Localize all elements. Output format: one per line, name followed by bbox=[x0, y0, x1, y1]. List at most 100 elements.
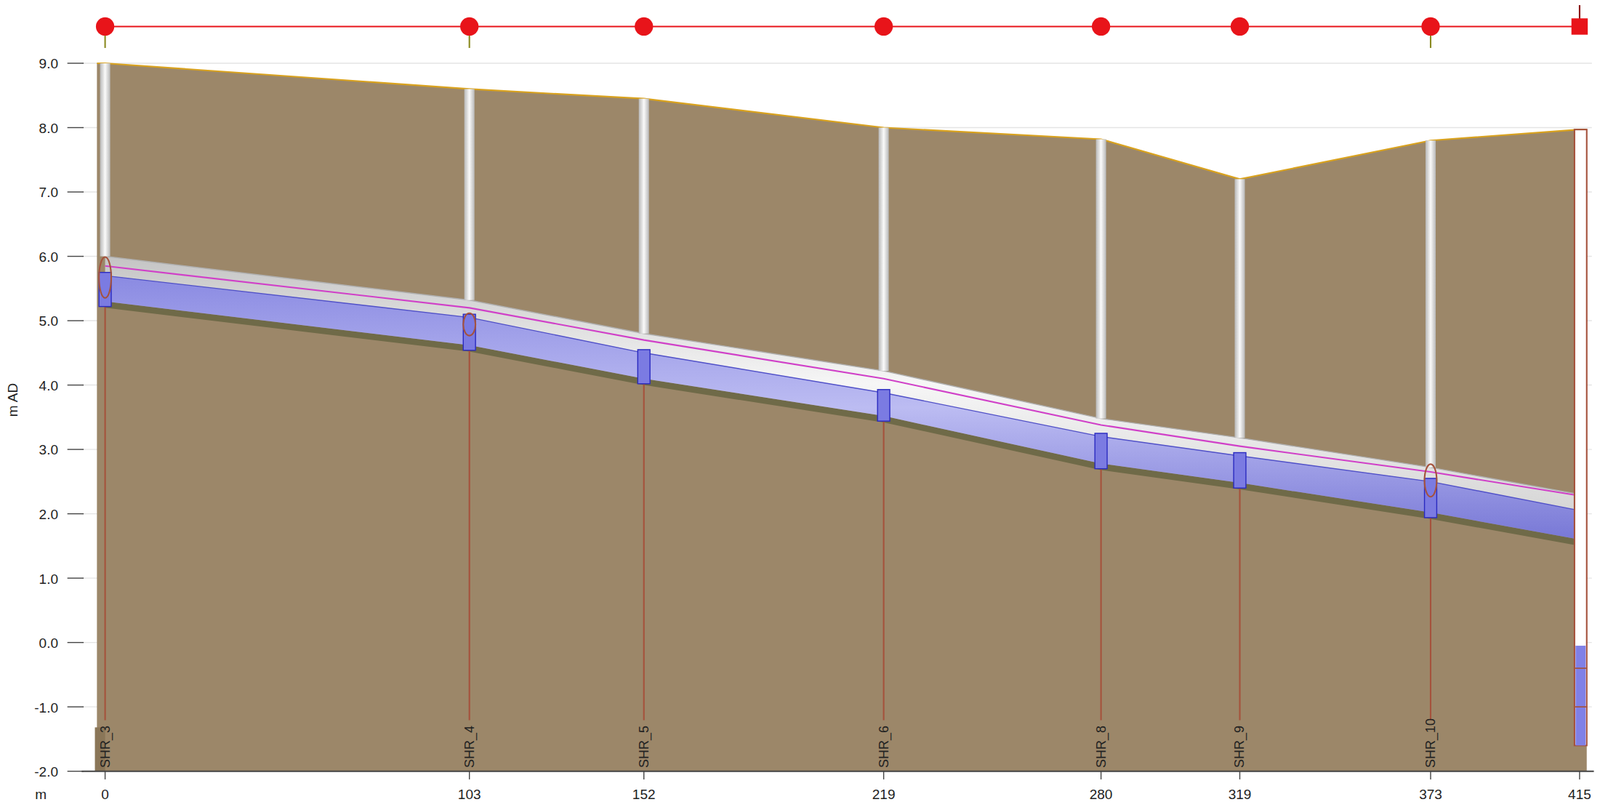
axis-tick bbox=[67, 191, 84, 192]
manhole-chamber bbox=[877, 389, 890, 421]
manhole-label: SHR_9 bbox=[1232, 725, 1246, 768]
manholes bbox=[98, 63, 1437, 721]
manhole-shaft bbox=[100, 63, 111, 257]
node-tick bbox=[104, 34, 107, 48]
manhole-label: SHR_8 bbox=[1094, 725, 1108, 768]
axis-title: m bbox=[34, 787, 47, 802]
axis-tick-label: 1.0 bbox=[39, 571, 59, 586]
axis-tick bbox=[883, 771, 884, 780]
axis-tick bbox=[67, 641, 84, 643]
outfall-box bbox=[1574, 129, 1587, 746]
axis-tick bbox=[67, 127, 84, 128]
axis-tick-label: 9.0 bbox=[39, 56, 59, 71]
ground bbox=[96, 63, 1587, 772]
manhole-shaft bbox=[878, 127, 890, 372]
ground-line bbox=[96, 63, 1587, 179]
manhole-label: SHR_10 bbox=[1424, 718, 1438, 768]
axis-tick-label: 152 bbox=[632, 787, 656, 802]
axis-tick bbox=[104, 771, 106, 780]
axis-tick-label: 373 bbox=[1418, 787, 1443, 802]
axis-title: m AD bbox=[5, 383, 19, 417]
manhole-shaft bbox=[1234, 178, 1245, 438]
manhole-leader bbox=[1429, 512, 1432, 721]
manhole-leader bbox=[1238, 482, 1241, 720]
manhole-leader bbox=[883, 415, 885, 720]
axis-tick bbox=[67, 770, 84, 772]
manhole-shaft bbox=[1425, 140, 1436, 468]
manhole-label: SHR_6 bbox=[877, 725, 891, 768]
outfall-level bbox=[1574, 705, 1587, 708]
axis-tick-label: 103 bbox=[457, 787, 482, 802]
manhole-leader bbox=[1100, 463, 1103, 721]
axis-tick-label: 219 bbox=[872, 787, 896, 802]
hydraulic-grade-line bbox=[105, 266, 1580, 496]
axis-tick-label: 415 bbox=[1568, 787, 1592, 802]
grid bbox=[81, 63, 1592, 772]
manhole-chamber bbox=[1094, 433, 1108, 469]
axis-tick-label: -1.0 bbox=[34, 700, 59, 714]
gridline bbox=[81, 62, 1592, 64]
manhole-label: SHR_3 bbox=[98, 725, 112, 768]
outfall-node bbox=[1571, 18, 1588, 35]
manhole-shaft bbox=[638, 98, 650, 334]
node-dot bbox=[1091, 17, 1111, 36]
axis-tick-label: 319 bbox=[1228, 787, 1252, 802]
axis-tick bbox=[67, 384, 84, 386]
axis-tick-label: 6.0 bbox=[39, 249, 59, 264]
axis-tick-label: 4.0 bbox=[39, 378, 59, 392]
axis-tick-label: 0.0 bbox=[39, 636, 59, 650]
axis-tick bbox=[67, 705, 84, 707]
manhole-shaft bbox=[464, 88, 475, 300]
node-dot bbox=[460, 17, 479, 36]
manhole-leader bbox=[643, 378, 645, 721]
axis-tick bbox=[1578, 771, 1580, 780]
node-dot bbox=[95, 17, 115, 36]
manhole-label: SHR_4 bbox=[463, 725, 477, 768]
axis-tick bbox=[67, 577, 84, 578]
axis-tick-label: 5.0 bbox=[39, 314, 59, 328]
flood-marker bbox=[463, 313, 476, 336]
pipe-water bbox=[105, 275, 1580, 540]
axis-tick-label: 8.0 bbox=[39, 120, 59, 135]
node-bar bbox=[95, 5, 1588, 48]
manhole-chamber bbox=[637, 349, 650, 384]
axis-tick-label: 7.0 bbox=[39, 185, 59, 200]
flood-marker bbox=[98, 257, 112, 299]
manhole-leader bbox=[104, 300, 107, 720]
node-tick bbox=[1429, 34, 1432, 48]
axis-tick-label: 3.0 bbox=[39, 442, 59, 457]
axes bbox=[67, 63, 1595, 780]
node-tick bbox=[468, 34, 471, 48]
node-dot bbox=[1421, 17, 1440, 36]
axis-tick-label: 280 bbox=[1089, 787, 1113, 802]
water-surface bbox=[105, 275, 1580, 511]
pipe-wall bbox=[105, 300, 1580, 546]
axis-tick bbox=[67, 319, 84, 321]
node-dot bbox=[874, 17, 893, 36]
outfall-level bbox=[1574, 667, 1587, 669]
manhole-shaft bbox=[1096, 138, 1107, 418]
manhole-chamber bbox=[1424, 478, 1438, 518]
axis-tick-label: -2.0 bbox=[34, 764, 59, 779]
axis-tick bbox=[1239, 771, 1241, 780]
axis-tick bbox=[67, 448, 84, 450]
axis-tick bbox=[643, 771, 645, 780]
axis-tick bbox=[468, 771, 470, 780]
manhole-chamber bbox=[1233, 452, 1246, 489]
outfall-water bbox=[1575, 645, 1586, 746]
manhole-label: SHR_5 bbox=[637, 725, 651, 768]
axis-tick bbox=[67, 62, 84, 64]
axis-tick bbox=[1429, 771, 1431, 780]
node-dot bbox=[1230, 17, 1249, 36]
axis-tick-label: 0 bbox=[101, 787, 110, 802]
x-axis bbox=[81, 770, 1594, 773]
link-line bbox=[105, 25, 1580, 27]
axis-tick bbox=[67, 513, 84, 514]
outfall bbox=[1574, 129, 1587, 746]
manhole-leader bbox=[468, 345, 471, 721]
flood-marker bbox=[1424, 463, 1438, 497]
node-dot bbox=[634, 17, 653, 36]
axis-tick bbox=[67, 255, 84, 257]
